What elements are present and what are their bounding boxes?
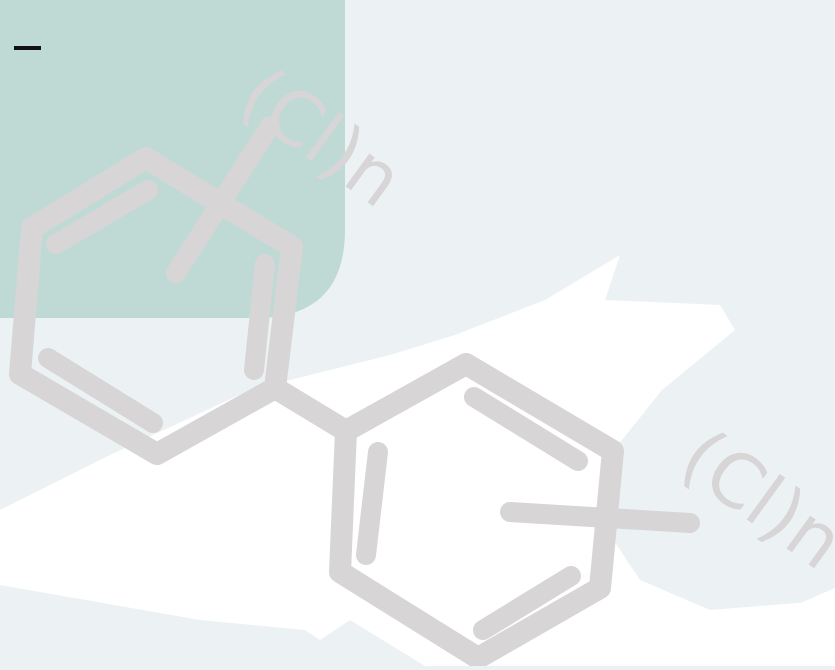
- biphenyl-bond: [264, 377, 357, 442]
- minus-icon: [14, 46, 41, 50]
- right-substituent-bond: [500, 502, 700, 533]
- left-ring-double-bonds: [38, 180, 275, 433]
- white-brush-stroke: [0, 255, 835, 666]
- right-ring-double-bonds: [356, 387, 588, 640]
- top-substituent-bond: [166, 116, 280, 283]
- left-benzene-ring: [9, 147, 303, 465]
- right-benzene-ring: [329, 353, 624, 669]
- white-brush-lower-tail: [665, 588, 835, 666]
- right-substituent-label: (Cl)n: [665, 413, 835, 587]
